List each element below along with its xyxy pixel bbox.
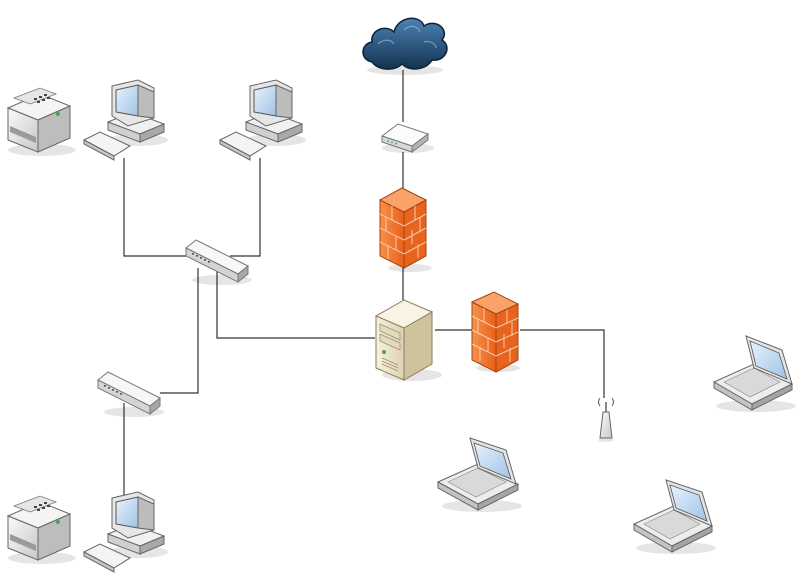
printer-icon bbox=[6, 87, 76, 156]
wire-switch-upper-desktop-top-left bbox=[123, 158, 186, 257]
network-switch-icon bbox=[97, 371, 164, 417]
network-switch-icon bbox=[185, 239, 252, 285]
server-icon bbox=[374, 299, 442, 381]
wireless-access-point-icon bbox=[598, 397, 614, 442]
wire-switch-upper-switch-lower bbox=[160, 268, 199, 394]
laptop-icon bbox=[712, 335, 796, 412]
firewall-icon bbox=[378, 187, 432, 272]
laptop-icon bbox=[436, 437, 522, 512]
printer-icon bbox=[6, 495, 76, 564]
desktop-computer-icon bbox=[82, 491, 168, 573]
desktop-computer-icon bbox=[218, 79, 306, 161]
wire-firewall-right-access-point bbox=[520, 329, 605, 398]
connection-lines bbox=[123, 70, 605, 495]
wire-server-switch-upper bbox=[216, 268, 375, 339]
firewall-icon bbox=[470, 291, 520, 373]
laptop-icon bbox=[632, 479, 716, 554]
cloud-icon bbox=[362, 17, 448, 75]
modem-icon bbox=[380, 123, 434, 153]
desktop-computer-icon bbox=[82, 79, 168, 161]
wire-switch-upper-desktop-top-right bbox=[230, 158, 261, 257]
